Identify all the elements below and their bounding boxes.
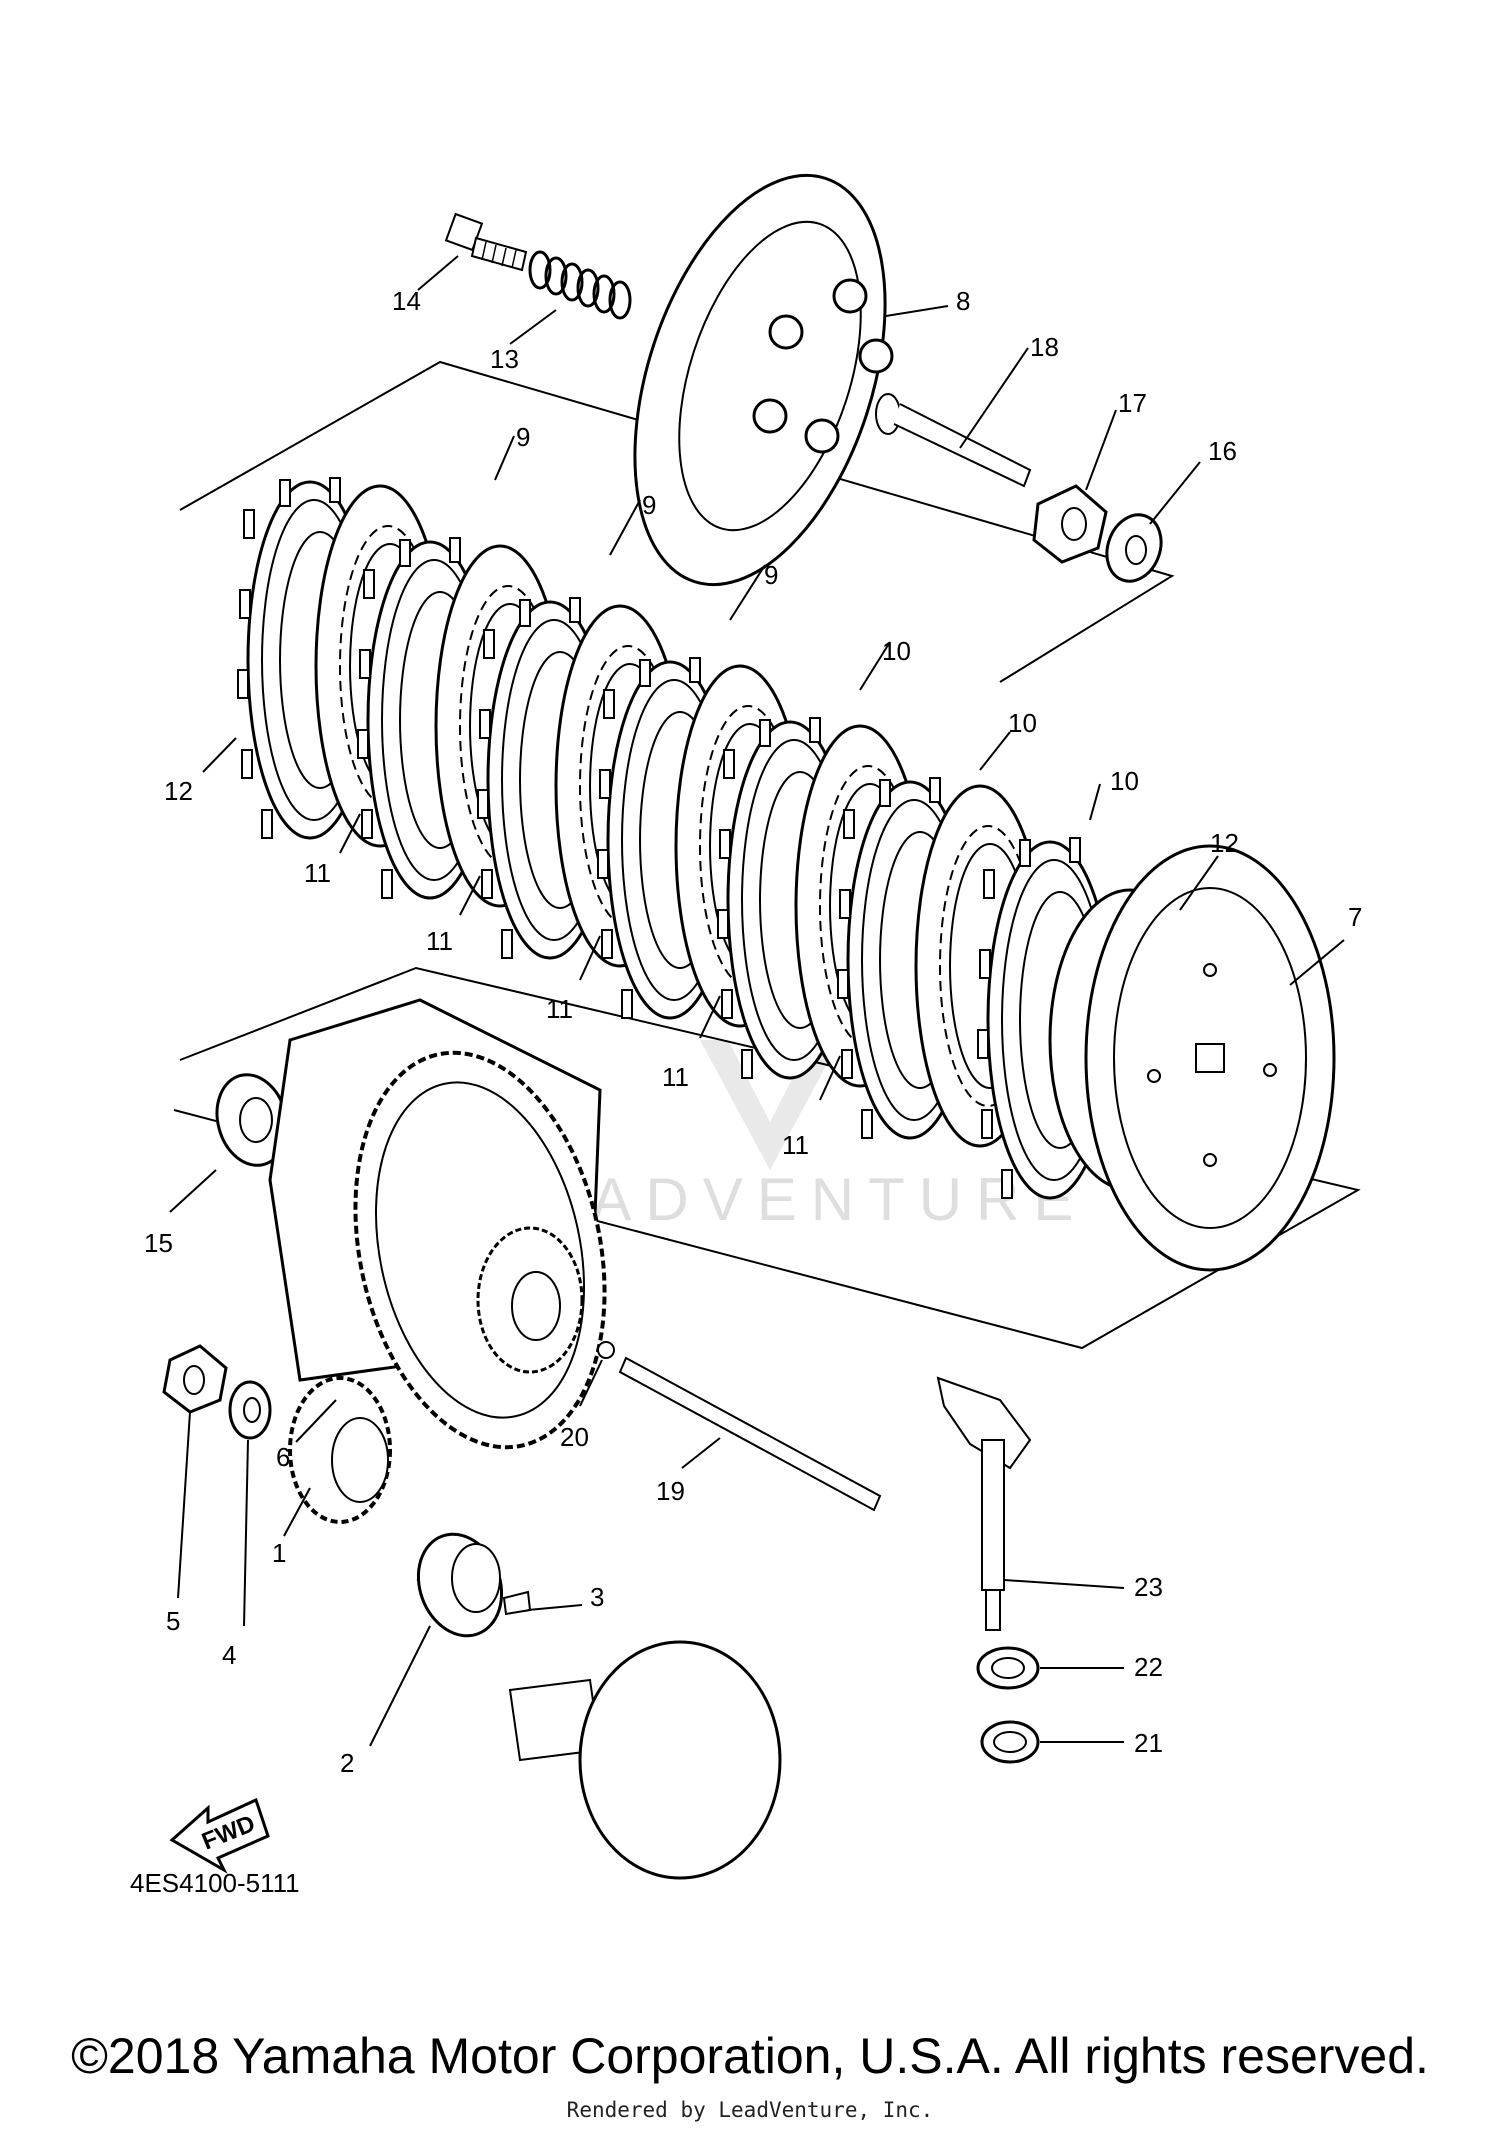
nut-part — [1032, 484, 1108, 564]
callout-13: 13 — [490, 344, 519, 374]
callout-14: 14 — [392, 286, 421, 316]
push-rod-long-part — [618, 1356, 882, 1512]
pressure-plate-part — [633, 173, 894, 587]
callout-5: 5 — [166, 1606, 180, 1636]
lower-guide-box — [173, 966, 1361, 1350]
oil-seal-part — [976, 1646, 1040, 1690]
washer-part — [1105, 513, 1163, 583]
spring-part — [528, 250, 632, 320]
callout-16: 16 — [1208, 436, 1237, 466]
callout-10-a: 10 — [882, 636, 911, 666]
ball-part — [597, 1341, 615, 1359]
callout-11-b: 11 — [426, 926, 453, 956]
callout-11-c: 11 — [546, 994, 573, 1024]
callout-8: 8 — [956, 286, 970, 316]
callout-11-e: 11 — [782, 1130, 809, 1160]
push-rod-part — [875, 393, 1032, 488]
callout-21: 21 — [1134, 1728, 1163, 1758]
clutch-boss-part — [1048, 844, 1336, 1272]
callout-11-d: 11 — [662, 1062, 689, 1092]
callout-4: 4 — [222, 1640, 236, 1670]
copyright-notice: ©2018 Yamaha Motor Corporation, U.S.A. A… — [71, 2028, 1429, 2084]
callout-10-b: 10 — [1008, 708, 1037, 738]
callout-7: 7 — [1348, 902, 1362, 932]
callout-23: 23 — [1134, 1572, 1163, 1602]
callout-9-c: 9 — [764, 560, 778, 590]
primary-drive-gear-part — [288, 1376, 392, 1524]
fwd-arrow-icon: FWD — [169, 1797, 270, 1874]
callout-9-b: 9 — [642, 490, 656, 520]
bolt-part — [444, 212, 528, 272]
clutch-housing-part — [268, 998, 607, 1450]
washer-lower-part — [228, 1380, 272, 1440]
callout-3: 3 — [590, 1582, 604, 1612]
callout-22: 22 — [1134, 1652, 1163, 1682]
rendered-by-notice: Rendered by LeadVenture, Inc. — [566, 2098, 934, 2122]
callout-10-c: 10 — [1110, 766, 1139, 796]
callout-20: 20 — [560, 1422, 589, 1452]
bearing-part — [980, 1720, 1040, 1764]
key-part — [502, 1590, 532, 1616]
callout-9-a: 9 — [516, 422, 530, 452]
callout-12-a: 12 — [164, 776, 193, 806]
nut-lower-part — [162, 1344, 228, 1414]
callout-11-a: 11 — [304, 858, 331, 888]
lock-washer-part — [215, 1073, 289, 1167]
callout-labels: 1 2 3 4 5 6 7 8 9 9 9 10 10 10 11 11 11 … — [144, 286, 1362, 1778]
callout-18: 18 — [1030, 332, 1059, 362]
callout-2: 2 — [340, 1748, 354, 1778]
spacer-part — [416, 1532, 504, 1638]
callout-15: 15 — [144, 1228, 173, 1258]
callout-6: 6 — [276, 1442, 290, 1472]
callout-1: 1 — [272, 1538, 286, 1568]
push-lever-shaft-part — [936, 1376, 1032, 1631]
crankshaft-reference — [508, 1640, 782, 1880]
leader-lines — [169, 255, 1345, 1747]
diagram-part-code: 4ES4100-5111 — [130, 1868, 300, 1898]
callout-12-b: 12 — [1210, 828, 1239, 858]
callout-17: 17 — [1118, 388, 1147, 418]
callout-19: 19 — [656, 1476, 685, 1506]
